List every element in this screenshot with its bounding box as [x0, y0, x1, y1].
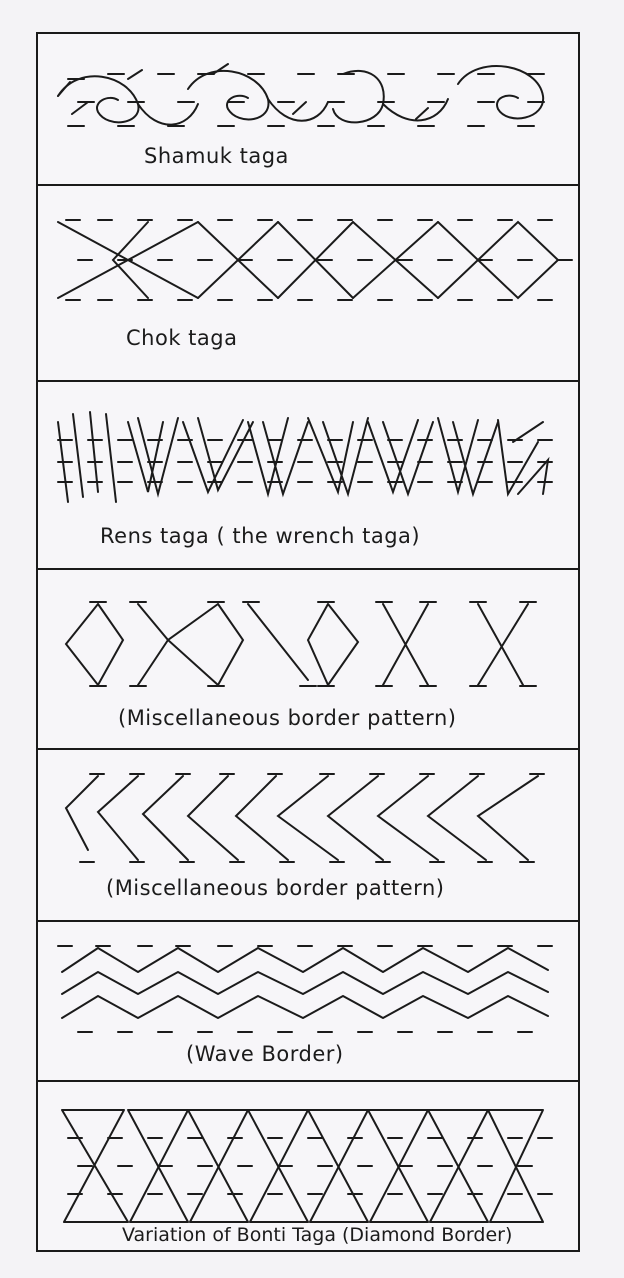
shamuk-pattern-drawing: [38, 34, 578, 186]
caption-bonti: Variation of Bonti Taga (Diamond Border): [122, 1224, 512, 1246]
panel-chok: Chok taga: [38, 186, 578, 382]
panel-misc-2: (Miscellaneous border pattern): [38, 750, 578, 922]
caption-misc-2: (Miscellaneous border pattern): [106, 876, 444, 900]
caption-rens: Rens taga ( the wrench taga): [100, 524, 420, 548]
caption-wave: (Wave Border): [186, 1042, 344, 1066]
pattern-sheet: Shamuk taga Chok taga: [36, 32, 580, 1252]
caption-misc-1: (Miscellaneous border pattern): [118, 706, 456, 730]
caption-chok: Chok taga: [126, 326, 237, 350]
panel-wave: (Wave Border): [38, 922, 578, 1082]
panel-misc-1: (Miscellaneous border pattern): [38, 570, 578, 750]
caption-shamuk: Shamuk taga: [144, 144, 289, 168]
panel-bonti: Variation of Bonti Taga (Diamond Border): [38, 1082, 578, 1250]
panel-shamuk: Shamuk taga: [38, 34, 578, 186]
chok-pattern-drawing: [38, 186, 578, 382]
panel-rens: Rens taga ( the wrench taga): [38, 382, 578, 570]
